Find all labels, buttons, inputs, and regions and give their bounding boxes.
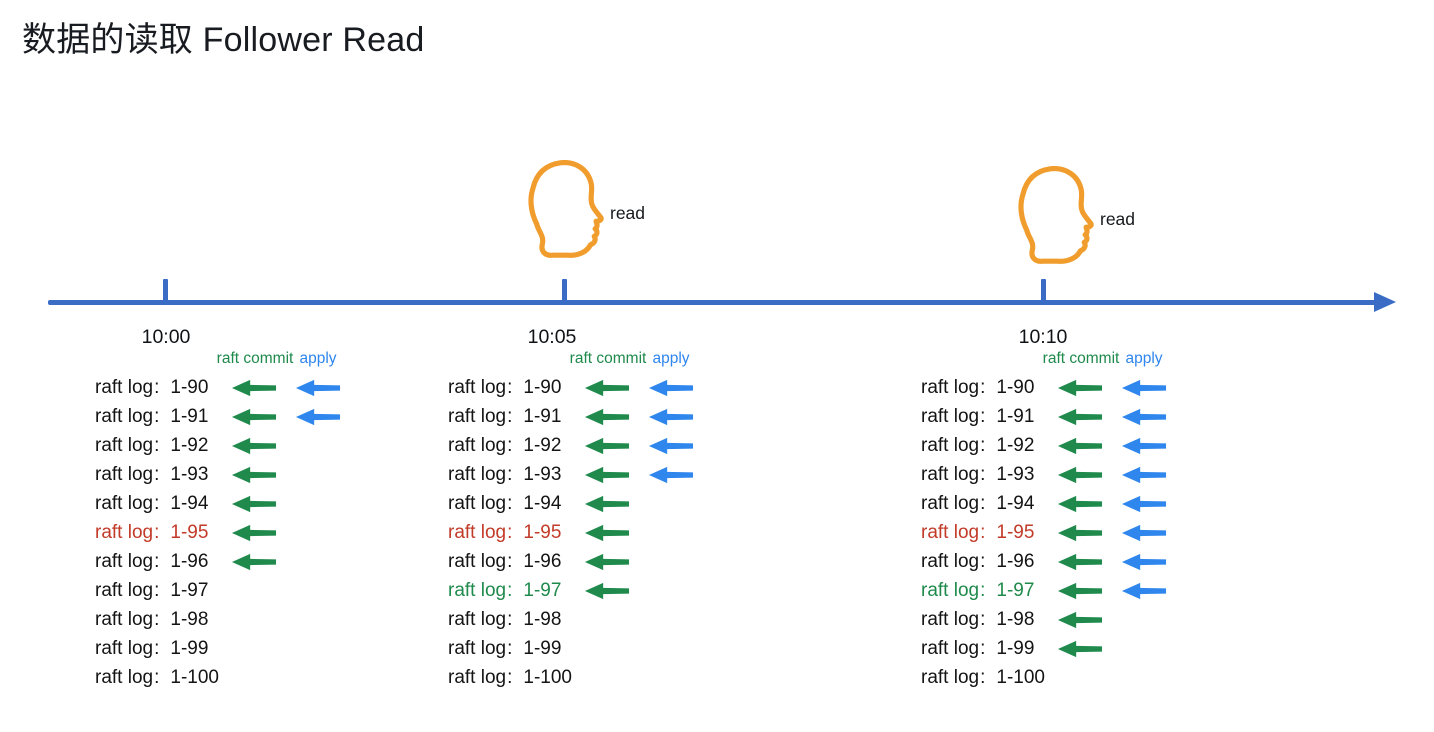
raft-commit-arrow-icon — [1057, 611, 1103, 628]
apply-arrow-icon — [648, 379, 694, 396]
apply-arrow-icon — [1121, 437, 1167, 454]
raft-log-text: raft log1-91 — [448, 406, 561, 428]
raft-log-text: raft log1-97 — [95, 580, 208, 602]
raft-commit-arrow-icon — [231, 524, 277, 541]
apply-arrow-icon — [1121, 524, 1167, 541]
raft-log-text: raft log1-93 — [95, 464, 208, 486]
raft-log-text: raft log1-100 — [95, 667, 219, 689]
timeline-tick-1005 — [562, 279, 567, 303]
raft-log-text: raft log1-92 — [448, 435, 561, 457]
raft-commit-arrow-icon — [1057, 437, 1103, 454]
raft-log-text: raft log1-91 — [921, 406, 1034, 428]
raft-commit-arrow-icon — [1057, 582, 1103, 599]
raft-log-text: raft log1-90 — [448, 377, 561, 399]
read-label: read — [1100, 208, 1136, 229]
raft-commit-arrow-icon — [1057, 379, 1103, 396]
raft-commit-arrow-icon — [1057, 466, 1103, 483]
timeline-line — [48, 300, 1376, 305]
raft-log-text: raft log1-96 — [921, 551, 1034, 573]
raft-log-text: raft log1-100 — [921, 667, 1045, 689]
apply-arrow-icon — [1121, 408, 1167, 425]
raft-log-text: raft log1-92 — [921, 435, 1034, 457]
raft-log-text: raft log1-96 — [448, 551, 561, 573]
slide-title: 数据的读取 Follower Read — [22, 21, 425, 59]
apply-header: apply — [299, 350, 337, 367]
raft-log-text: raft log1-98 — [448, 609, 561, 631]
raft-commit-arrow-icon — [584, 553, 630, 570]
raft-commit-arrow-icon — [1057, 640, 1103, 657]
raft-log-text: raft log1-97 — [448, 580, 561, 602]
raft-log-text: raft log1-94 — [921, 493, 1034, 515]
raft-commit-arrow-icon — [584, 437, 630, 454]
raft-log-text: raft log1-99 — [448, 638, 561, 660]
raft-log-text: raft log1-93 — [921, 464, 1034, 486]
reader-2: read — [1016, 166, 1135, 264]
raft-commit-arrow-icon — [1057, 524, 1103, 541]
raft-log-text: raft log1-90 — [921, 377, 1034, 399]
apply-arrow-icon — [1121, 553, 1167, 570]
raft-log-text: raft log1-92 — [95, 435, 208, 457]
apply-arrow-icon — [1121, 466, 1167, 483]
time-label: 10:05 — [527, 326, 577, 348]
raft-log-text: raft log1-96 — [95, 551, 208, 573]
timeline-arrowhead-icon — [1374, 292, 1396, 312]
raft-log-text: raft log1-90 — [95, 377, 208, 399]
raft-log-text: raft log1-94 — [448, 493, 561, 515]
apply-arrow-icon — [648, 408, 694, 425]
raft-log-text: raft log1-91 — [95, 406, 208, 428]
log-column-1005: 10:05 raft commit apply raft log1-90 raft… — [448, 326, 708, 706]
raft-commit-arrow-icon — [231, 437, 277, 454]
time-label: 10:00 — [141, 326, 191, 348]
raft-commit-arrow-icon — [231, 466, 277, 483]
raft-log-text: raft log1-97 — [921, 580, 1034, 602]
raft-log-text: raft log1-99 — [921, 638, 1034, 660]
read-label: read — [610, 202, 646, 223]
head-profile-icon — [528, 160, 604, 258]
raft-commit-arrow-icon — [1057, 495, 1103, 512]
apply-arrow-icon — [1121, 495, 1167, 512]
head-profile-icon — [1018, 166, 1094, 264]
raft-log-text: raft log1-99 — [95, 638, 208, 660]
raft-log-text: raft log1-93 — [448, 464, 561, 486]
apply-arrow-icon — [1121, 582, 1167, 599]
raft-commit-header: raft commit — [1042, 350, 1120, 367]
apply-header: apply — [652, 350, 690, 367]
raft-commit-arrow-icon — [584, 582, 630, 599]
raft-log-text: raft log1-98 — [921, 609, 1034, 631]
raft-commit-arrow-icon — [231, 495, 277, 512]
raft-commit-arrow-icon — [584, 379, 630, 396]
raft-log-text: raft log1-100 — [448, 667, 572, 689]
log-column-1000: 10:00 raft commit apply raft log1-90 raft… — [95, 326, 355, 706]
raft-commit-header: raft commit — [216, 350, 294, 367]
raft-log-text: raft log1-95 — [95, 522, 208, 544]
raft-commit-arrow-icon — [584, 466, 630, 483]
raft-commit-arrow-icon — [1057, 408, 1103, 425]
raft-log-text: raft log1-95 — [921, 522, 1034, 544]
apply-arrow-icon — [648, 466, 694, 483]
raft-log-text: raft log1-98 — [95, 609, 208, 631]
reader-1: read — [526, 160, 645, 258]
raft-commit-arrow-icon — [1057, 553, 1103, 570]
raft-commit-arrow-icon — [231, 408, 277, 425]
raft-commit-header: raft commit — [569, 350, 647, 367]
apply-arrow-icon — [648, 437, 694, 454]
log-column-1010: 10:10 raft commit apply raft log1-90 raft… — [921, 326, 1181, 706]
apply-arrow-icon — [295, 379, 341, 396]
apply-arrow-icon — [1121, 379, 1167, 396]
raft-log-text: raft log1-95 — [448, 522, 561, 544]
raft-commit-arrow-icon — [231, 379, 277, 396]
timeline-tick-1000 — [163, 279, 168, 303]
raft-commit-arrow-icon — [584, 495, 630, 512]
raft-log-text: raft log1-94 — [95, 493, 208, 515]
timeline-tick-1010 — [1041, 279, 1046, 303]
apply-header: apply — [1125, 350, 1163, 367]
apply-arrow-icon — [295, 408, 341, 425]
raft-commit-arrow-icon — [231, 553, 277, 570]
raft-commit-arrow-icon — [584, 408, 630, 425]
time-label: 10:10 — [1018, 326, 1068, 348]
raft-commit-arrow-icon — [584, 524, 630, 541]
